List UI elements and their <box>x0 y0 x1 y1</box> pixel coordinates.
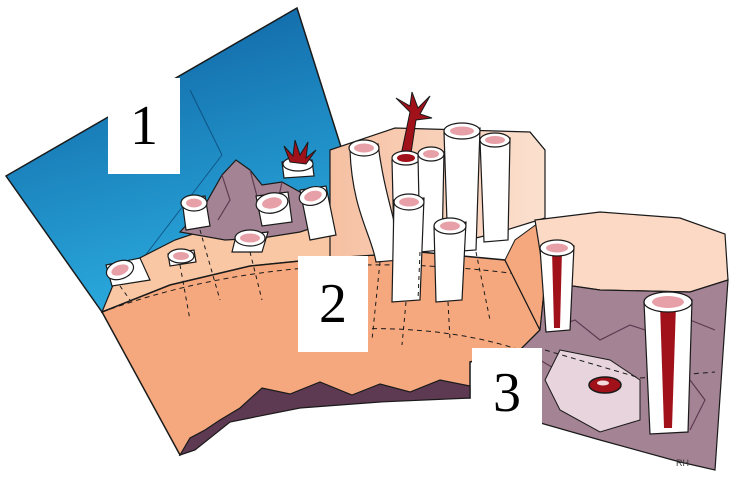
tube-worm-icon <box>392 194 424 302</box>
stage-label-3: 3 <box>472 348 542 438</box>
stage-label-2: 2 <box>298 256 368 352</box>
tube-worm-icon <box>480 133 510 242</box>
worm-cross-section-highlight <box>597 381 609 386</box>
stage-number: 3 <box>493 365 521 421</box>
artist-signature: RH <box>676 458 689 468</box>
tube-worm-icon <box>232 230 268 252</box>
stage-label-1: 1 <box>108 78 180 174</box>
tube-worm-icon <box>181 195 210 230</box>
stage-number: 1 <box>130 98 158 154</box>
stage-number: 2 <box>319 276 347 332</box>
tube-worm-icon <box>434 218 466 302</box>
tube-worm-cutaway-icon <box>540 240 574 332</box>
tube-worm-cutaway-icon <box>644 292 692 434</box>
